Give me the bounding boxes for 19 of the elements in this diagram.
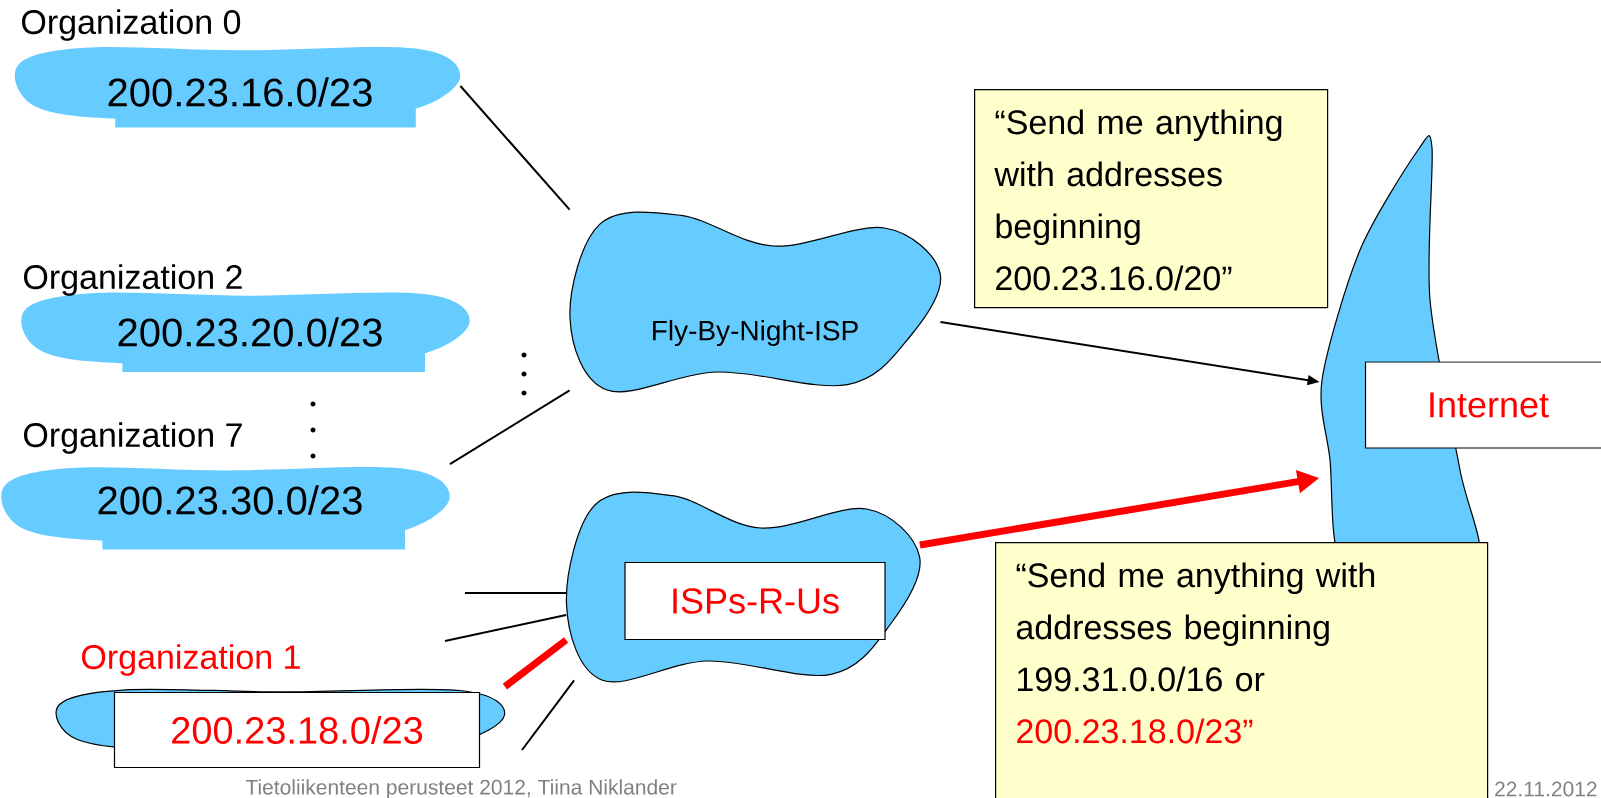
footer-text: Tietoliikenteen perusteet 2012, Tiina Niklander — [245, 779, 677, 798]
link-line — [464, 592, 568, 594]
address-label: 200.23.18.0/23 — [113, 691, 481, 769]
organization-label: Organization 0 — [22, 9, 241, 41]
network-label: Internet — [1364, 361, 1601, 449]
organization-label: Organization 1 — [82, 644, 300, 676]
network-name: Fly-By-Night-ISP — [653, 319, 858, 347]
link-line — [444, 614, 568, 642]
link-line — [521, 679, 576, 751]
address-prefix: 200.23.30.0/23 — [98, 485, 362, 515]
link-line — [448, 389, 571, 466]
link-line — [502, 637, 569, 690]
callout-box: “Send me anything with addresses beginning 199.31.0.0/16 or 200.23.18.0/23” — [995, 542, 1489, 798]
organization-label: Organization 7 — [24, 422, 242, 454]
organization-label: Organization 2 — [24, 264, 242, 296]
callout-box: “Send me anything with addresses beginning 200.23.16.0/20” — [974, 89, 1329, 309]
link-line — [459, 85, 571, 211]
address-prefix: 200.23.20.0/23 — [118, 317, 382, 347]
network-label: ISPs-R-Us — [624, 561, 886, 641]
